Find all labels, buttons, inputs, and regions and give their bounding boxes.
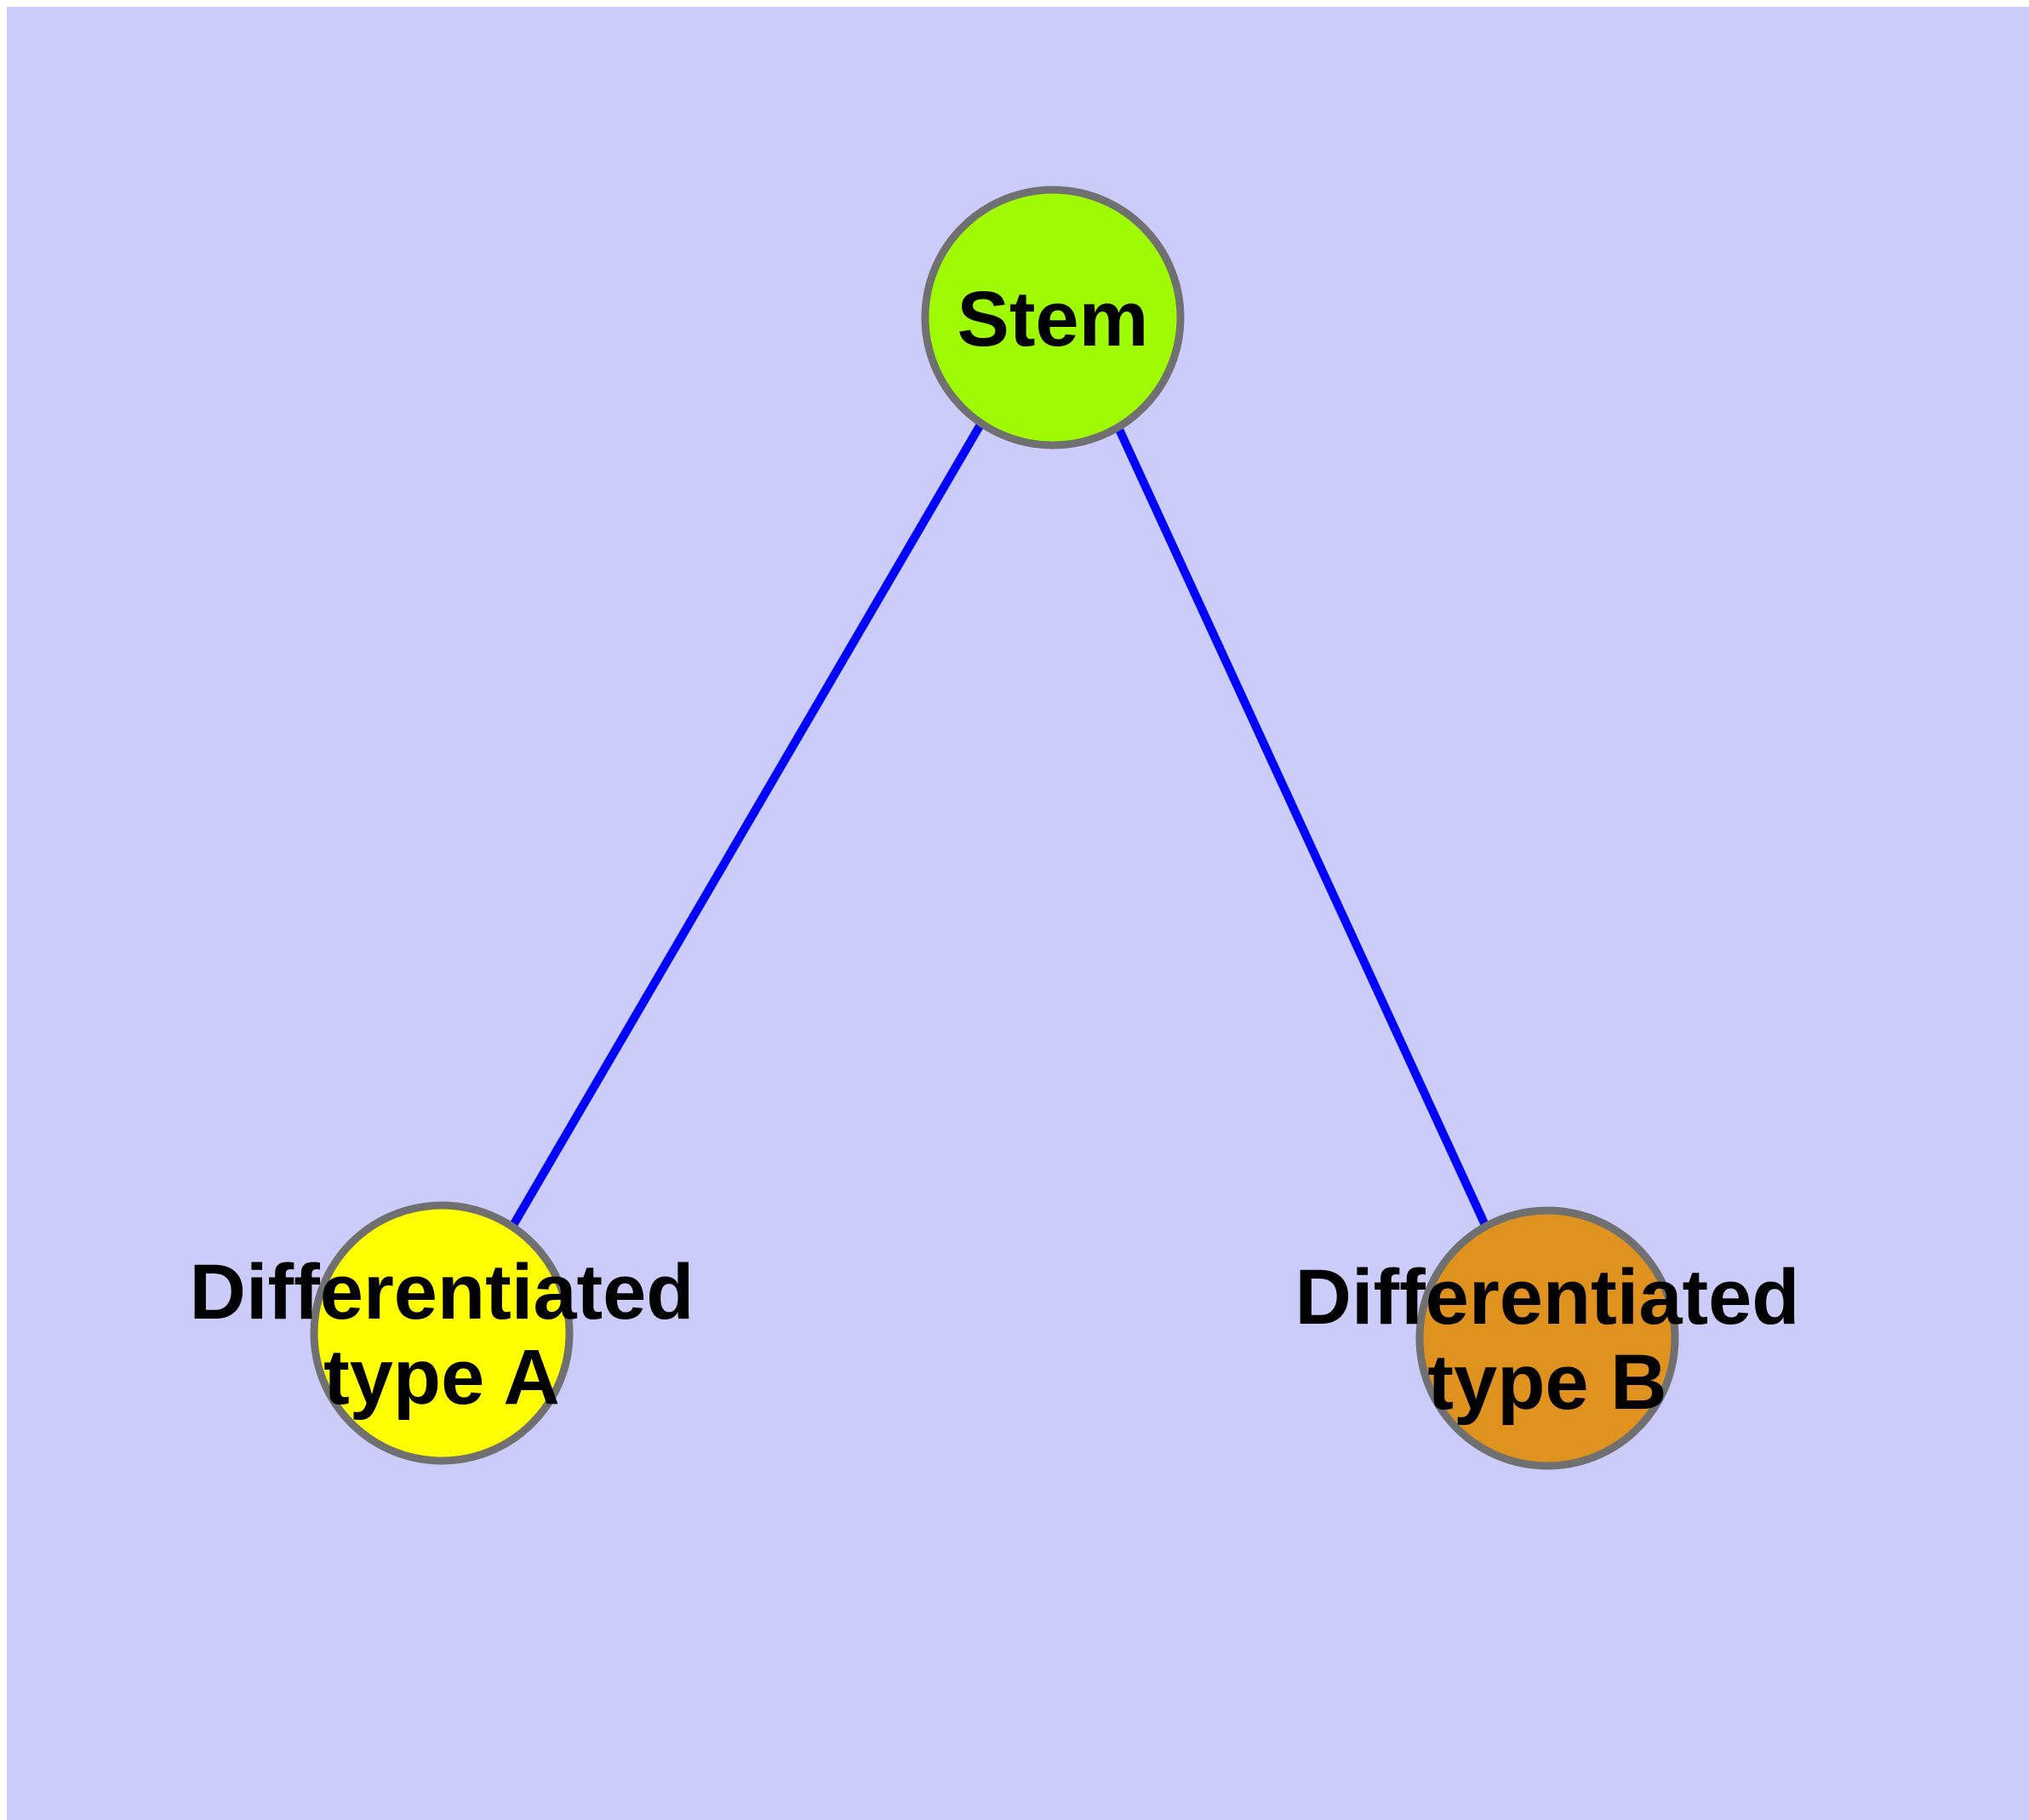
node-stem-label: Stem — [957, 276, 1149, 363]
node-stem[interactable]: Stem — [921, 186, 1185, 449]
node-stem-circle[interactable] — [921, 186, 1185, 449]
edge-stem-to-differentiated-type-b[interactable] — [1113, 423, 1489, 1226]
edges-layer — [508, 421, 1489, 1229]
node-differentiated-type-b-circle[interactable] — [1415, 1206, 1679, 1470]
edge-stem-to-differentiated-type-a[interactable] — [508, 421, 986, 1229]
node-differentiated-type-a-circle[interactable] — [310, 1201, 574, 1465]
